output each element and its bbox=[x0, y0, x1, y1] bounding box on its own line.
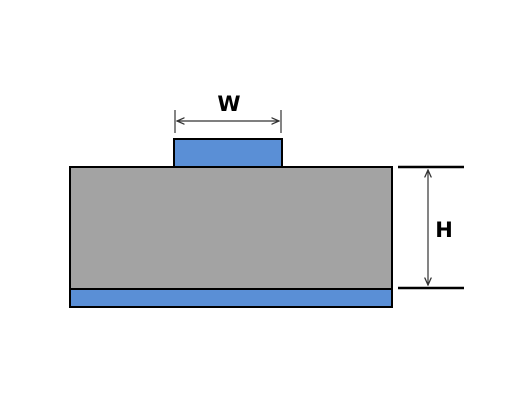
signal-trace bbox=[173, 138, 283, 168]
width-label: W bbox=[217, 92, 240, 116]
ground-plane bbox=[69, 288, 393, 308]
height-label: H bbox=[435, 218, 453, 242]
height-dimension: H bbox=[398, 165, 464, 290]
width-dimension: W bbox=[174, 92, 282, 133]
dielectric-substrate bbox=[69, 166, 393, 290]
